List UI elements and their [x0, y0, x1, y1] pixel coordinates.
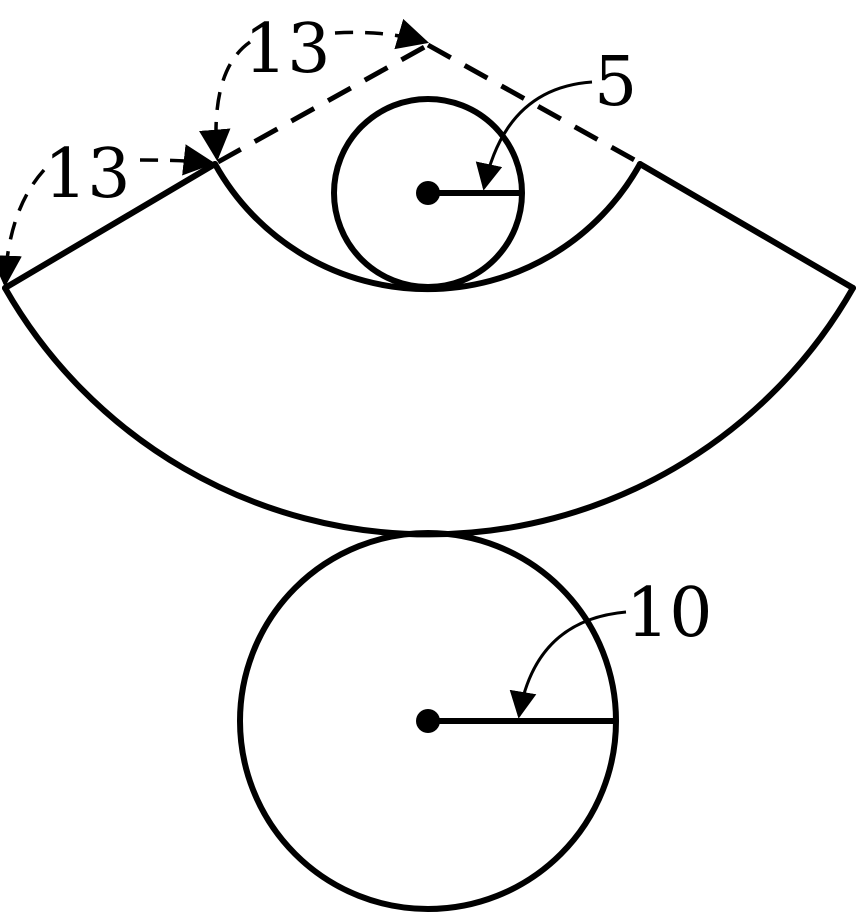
small-circle-center	[416, 181, 440, 205]
small-radius-label: 5	[594, 43, 637, 122]
radius-leaders	[475, 80, 627, 719]
slant-mid-leader	[199, 40, 252, 162]
large-radius-label: 10	[626, 574, 713, 653]
large-circle-center	[416, 709, 440, 733]
slant-dimension-leaders	[0, 18, 430, 288]
sector-left-edge	[2, 161, 218, 291]
small-radius-leader	[475, 80, 593, 191]
small-circle-group	[331, 96, 525, 290]
slant-left-leader-tick	[139, 144, 216, 176]
large-circle-group	[237, 530, 619, 912]
sector-outer-arc	[2, 285, 856, 538]
slant-top-label: 13	[244, 10, 331, 89]
slant-left-leader	[0, 168, 46, 288]
large-radius-leader	[509, 610, 627, 719]
slant-top-leader	[334, 18, 430, 50]
slant-left-label: 13	[44, 135, 131, 214]
sector-right-edge	[637, 161, 856, 291]
annular-sector	[2, 161, 856, 538]
